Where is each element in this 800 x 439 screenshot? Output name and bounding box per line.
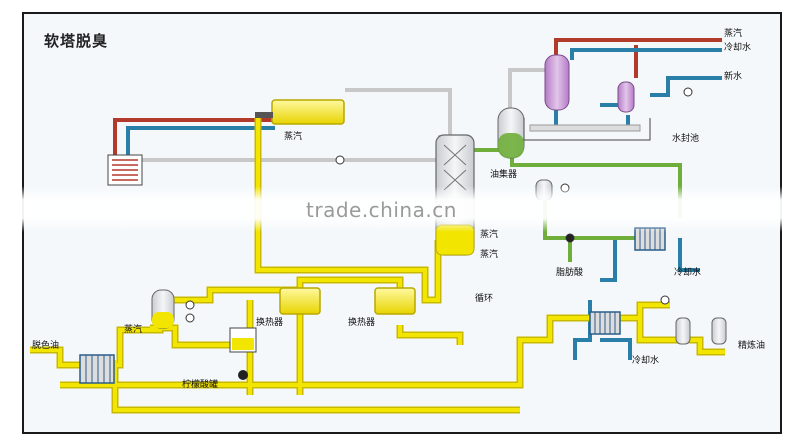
label-steam-heater: 蒸汽 (284, 132, 303, 142)
polishing-filters (675, 317, 727, 345)
oil-lines-fill (30, 118, 725, 412)
citric-acid-tank-shape (229, 327, 257, 380)
label-heat-exchanger-1: 换热器 (256, 318, 284, 328)
label-steam-tower-2: 蒸汽 (480, 250, 499, 260)
diagram-title: 软塔脱臭 (44, 32, 109, 50)
label-citric-acid-tank: 柠檬酸罐 (182, 380, 219, 390)
label-fatty-acid: 脂肪酸 (556, 268, 584, 278)
label-heat-exchanger-2: 换热器 (348, 318, 376, 328)
steam-vessel-left (151, 289, 175, 329)
label-oil-collector: 油集器 (490, 170, 518, 180)
watermark-text: trade.china.cn (306, 198, 457, 222)
label-circulation: 循环 (475, 294, 494, 304)
ejector-vessels (523, 54, 651, 141)
label-steam-tower-1: 蒸汽 (480, 230, 499, 240)
plate-exchangers (79, 227, 666, 384)
label-cooling-water-bottom: 冷却水 (632, 356, 660, 366)
oil-collector (497, 107, 525, 159)
label-fresh-water: 新水 (724, 72, 743, 82)
watermark-band (0, 186, 800, 232)
label-water-seal-pool: 水封池 (672, 134, 700, 144)
water-lines (126, 48, 722, 360)
label-cooling-water-top: 冷却水 (724, 43, 752, 53)
yellow-exchangers (279, 287, 416, 315)
coil-heater (107, 154, 143, 186)
label-refined-oil: 精炼油 (738, 341, 766, 351)
label-cooling-water-mid: 冷却水 (674, 268, 702, 278)
label-steam-top-right: 蒸汽 (724, 29, 743, 39)
top-heater (255, 99, 345, 125)
label-decolored-oil: 脱色油 (32, 341, 60, 351)
label-steam-left: 蒸汽 (124, 325, 143, 335)
